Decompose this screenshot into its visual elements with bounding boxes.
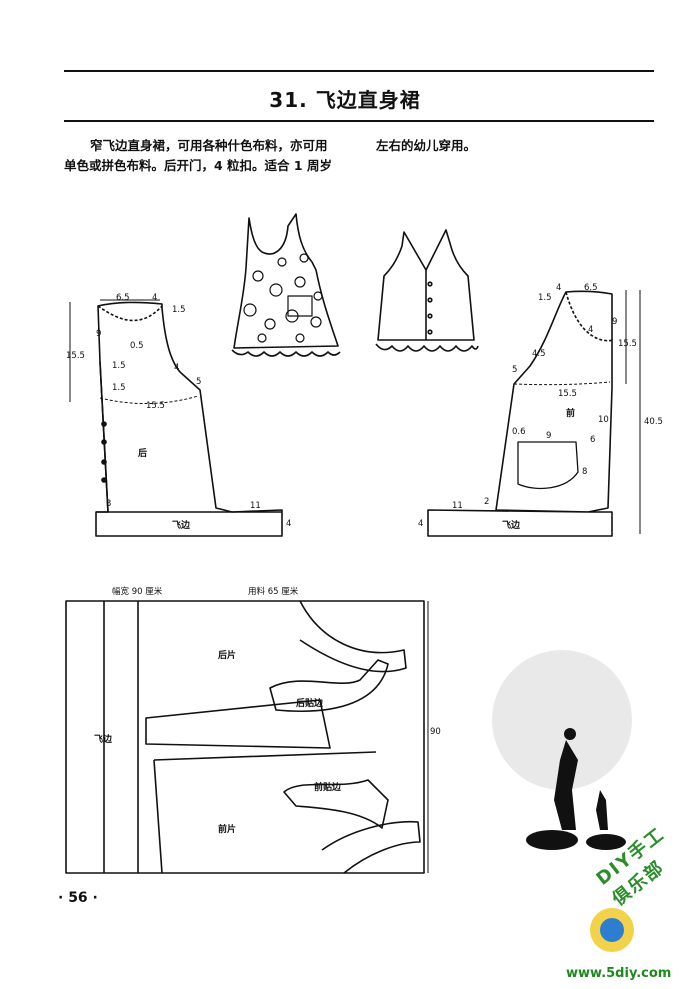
back-label-5: 15.5 xyxy=(66,351,85,361)
back-label-7: 4 xyxy=(174,363,179,373)
back-label-3: 9 xyxy=(96,329,101,339)
front-label-9: 前 xyxy=(566,407,575,419)
front-label-4: 9 xyxy=(612,317,617,327)
back-label-4: 0.5 xyxy=(130,341,144,351)
back-label-14: 4 xyxy=(286,519,291,529)
front-label-0: 4 xyxy=(556,283,561,293)
layout-width-label: 幅宽 90 厘米 xyxy=(112,586,163,597)
layout-labels: 幅宽 90 厘米 用料 65 厘米 后片 后贴边 飞边 前贴边 前片 90 xyxy=(94,586,441,835)
back-label-1: 4 xyxy=(152,293,157,303)
front-label-13: 9 xyxy=(546,431,551,441)
back-label-15: 飞边 xyxy=(172,519,191,531)
front-label-1: 6.5 xyxy=(584,283,598,293)
layout-side-dim: 90 xyxy=(430,727,441,737)
front-label-14: 6 xyxy=(590,435,595,445)
top-rule xyxy=(64,70,654,72)
front-label-10: 10 xyxy=(598,415,609,425)
watermark-figure xyxy=(492,650,634,952)
back-labels: 6.5 4 1.5 9 0.5 15.5 1.5 4 1.5 5 15.5 后 … xyxy=(66,293,291,531)
back-label-8: 1.5 xyxy=(112,383,126,393)
front-label-15: 8 xyxy=(582,467,587,477)
back-label-10: 15.5 xyxy=(146,401,165,411)
front-label-5: 15.5 xyxy=(618,339,637,349)
front-label-12: 0.6 xyxy=(512,427,526,437)
front-label-3: 4 xyxy=(588,325,593,335)
front-label-6: 4.5 xyxy=(532,349,546,359)
front-labels: 4 6.5 1.5 4 9 15.5 4.5 5 15.5 前 10 40.5 … xyxy=(418,283,663,531)
back-label-0: 6.5 xyxy=(116,293,130,303)
front-label-18: 4 xyxy=(418,519,423,529)
back-label-9: 5 xyxy=(196,377,201,387)
dress-illustration-floral xyxy=(231,213,341,357)
page-number: · 56 · xyxy=(58,890,98,906)
layout-usage-label: 用料 65 厘米 xyxy=(248,586,299,597)
page-title: 31. 飞边直身裙 xyxy=(269,88,421,112)
intro-line-1: 窄飞边直身裙，可用各种什色布料，亦可用 xyxy=(90,138,328,153)
layout-piece-1: 后贴边 xyxy=(296,697,324,709)
back-pattern xyxy=(69,299,283,537)
dress-illustration-back xyxy=(375,229,479,352)
layout-piece-0: 后片 xyxy=(218,649,236,661)
title-rule xyxy=(64,120,654,122)
layout-piece-3: 前贴边 xyxy=(314,781,342,793)
front-label-11: 40.5 xyxy=(644,417,663,427)
layout-piece-2: 飞边 xyxy=(94,733,113,745)
intro-line-2: 单色或拼色布料。后开门，4 粒扣。适合 1 周岁 xyxy=(64,158,332,173)
front-pattern xyxy=(427,290,641,537)
intro-line-3: 左右的幼儿穿用。 xyxy=(376,138,477,153)
front-label-2: 1.5 xyxy=(538,293,552,303)
front-label-7: 5 xyxy=(512,365,517,375)
back-label-12: 3 xyxy=(106,499,111,509)
front-label-19: 飞边 xyxy=(502,519,521,531)
watermark-url: www.5diy.com xyxy=(566,966,672,981)
back-label-6: 1.5 xyxy=(112,361,126,371)
back-label-2: 1.5 xyxy=(172,305,186,315)
front-label-8: 15.5 xyxy=(558,389,577,399)
layout-piece-4: 前片 xyxy=(218,823,236,835)
front-label-17: 2 xyxy=(484,497,489,507)
front-label-16: 11 xyxy=(452,501,463,511)
back-label-11: 后 xyxy=(138,447,147,459)
back-label-13: 11 xyxy=(250,501,261,511)
layout-diagram xyxy=(65,600,429,874)
